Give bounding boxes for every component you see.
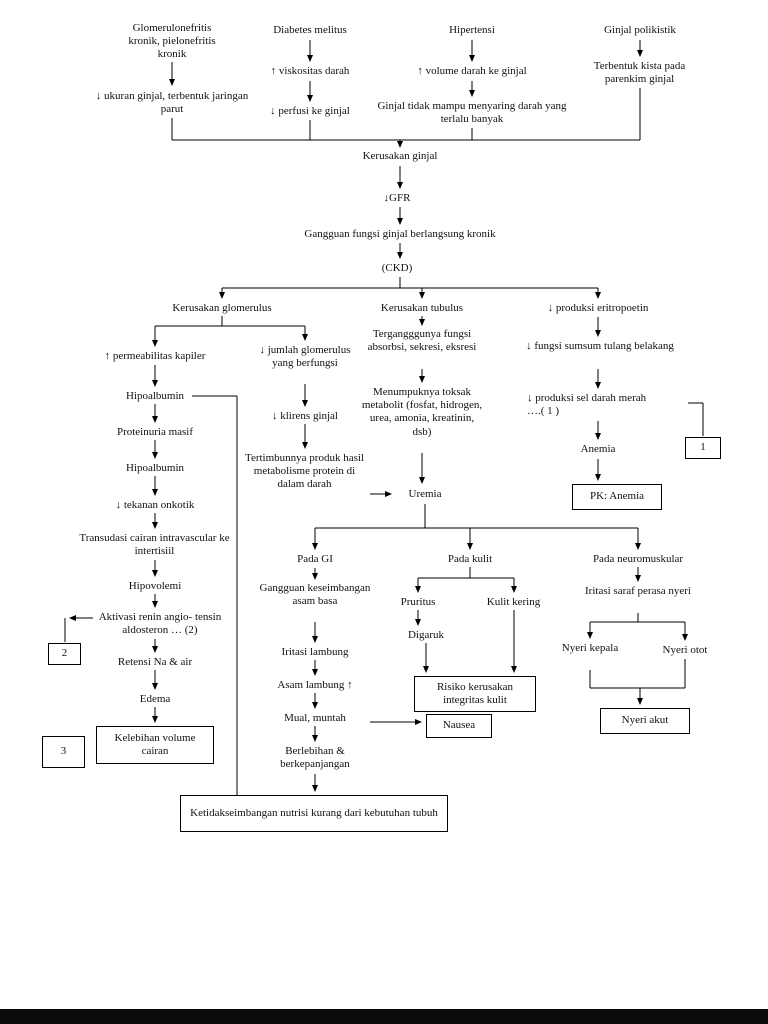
node-ketidakseimbangan-nutrisi: Ketidakseimbangan nutrisi kurang dari ke… (180, 795, 448, 832)
node-jumlah-glomerulus: ↓ jumlah glomerulus yang berfungsi (259, 344, 351, 370)
node-terganggunya-fungsi: Tergangggunya fungsi absorbsi, sekresi, … (367, 328, 477, 354)
node-nyeri-kepala: Nyeri kepala (561, 642, 619, 654)
node-risiko-integritas-kulit: Risiko kerusakan integritas kulit (414, 676, 536, 712)
node-pada-kulit: Pada kulit (447, 553, 493, 565)
node-produksi-eritropoetin: ↓ produksi eritropoetin (547, 302, 649, 314)
node-fungsi-sumsum: ↓ fungsi sumsum tulang belakang (526, 340, 674, 352)
ref-box-1: 1 (685, 437, 721, 459)
node-asam-lambung: Asam lambung ↑ (277, 679, 353, 691)
node-menumpuknya-toksak: Menumpuknya toksak metabolit (fosfat, hi… (361, 386, 483, 438)
node-kelebihan-volume-cairan: Kelebihan volume cairan (96, 726, 214, 764)
node-hipoalbumin-2: Hipoalbumin (125, 462, 185, 474)
node-nausea: Nausea (426, 714, 492, 738)
node-volume-darah: ↑ volume darah ke ginjal (417, 65, 527, 77)
node-gangguan-fungsi: Gangguan fungsi ginjal berlangsung kroni… (304, 228, 496, 240)
node-kerusakan-glomerulus: Kerusakan glomerulus (172, 302, 272, 314)
node-iritasi-saraf: Iritasi saraf perasa nyeri (585, 585, 691, 597)
node-iritasi-lambung: Iritasi lambung (281, 646, 349, 658)
node-aktivasi-renin: Aktivasi renin angio- tensin aldosteron … (98, 611, 222, 637)
node-gangguan-asam-basa: Gangguan keseimbangan asam basa (259, 582, 371, 608)
node-hipertensi: Hipertensi (449, 24, 495, 36)
ref-box-3: 3 (42, 736, 85, 768)
node-tertimbunnya-produk: Tertimbunnya produk hasil metabolisme pr… (245, 452, 364, 491)
page-footer-bar (0, 1009, 768, 1024)
node-mual-muntah: Mual, muntah (284, 712, 346, 724)
node-edema: Edema (139, 693, 171, 705)
node-perfusi-ginjal: ↓ perfusi ke ginjal (270, 105, 350, 117)
node-glomerulonefritis: Glomerulonefritis kronik, pielonefritis … (128, 22, 216, 61)
node-ginjal-tidak-mampu: Ginjal tidak mampu menyaring darah yang … (377, 100, 567, 126)
node-hipovolemi: Hipovolemi (128, 580, 182, 592)
node-kulit-kering: Kulit kering (486, 596, 541, 608)
node-gfr: ↓GFR (383, 192, 411, 204)
node-anemia: Anemia (580, 443, 616, 455)
node-berlebihan: Berlebihan & berkepanjangan (280, 745, 350, 771)
node-terbentuk-kista: Terbentuk kista pada parenkim ginjal (593, 60, 686, 86)
node-nyeri-otot: Nyeri otot (662, 644, 708, 656)
node-ukuran-ginjal: ↓ ukuran ginjal, terbentuk jaringan paru… (95, 90, 249, 116)
node-ginjal-polikistik: Ginjal polikistik (604, 24, 676, 36)
node-hipoalbumin-1: Hipoalbumin (125, 390, 185, 402)
node-retensi-na-air: Retensi Na & air (117, 656, 193, 668)
node-klirens-ginjal: ↓ klirens ginjal (272, 410, 338, 422)
node-ckd: (CKD) (381, 262, 413, 274)
node-permeabilitas-kapiler: ↑ permeabilitas kapiler (104, 350, 206, 362)
node-digaruk: Digaruk (407, 629, 445, 641)
node-kerusakan-ginjal: Kerusakan ginjal (362, 150, 438, 162)
node-tekanan-onkotik: ↓ tekanan onkotik (115, 499, 195, 511)
node-kerusakan-tubulus: Kerusakan tubulus (380, 302, 464, 314)
node-produksi-sel-darah: ↓ produksi sel darah merah ….( 1 ) (527, 392, 647, 418)
node-uremia: Uremia (408, 488, 442, 500)
node-transudasi: Transudasi cairan intravascular ke inter… (79, 532, 230, 558)
node-pruritus: Pruritus (400, 596, 436, 608)
ref-box-2: 2 (48, 643, 81, 665)
node-diabetes-melitus: Diabetes melitus (273, 24, 347, 36)
node-pk-anemia: PK: Anemia (572, 484, 662, 510)
node-proteinuria-masif: Proteinuria masif (116, 426, 194, 438)
node-pada-gi: Pada GI (297, 553, 333, 565)
node-pada-neuromuskular: Pada neuromuskular (592, 553, 684, 565)
node-nyeri-akut: Nyeri akut (600, 708, 690, 734)
node-viskositas-darah: ↑ viskositas darah (270, 65, 350, 77)
